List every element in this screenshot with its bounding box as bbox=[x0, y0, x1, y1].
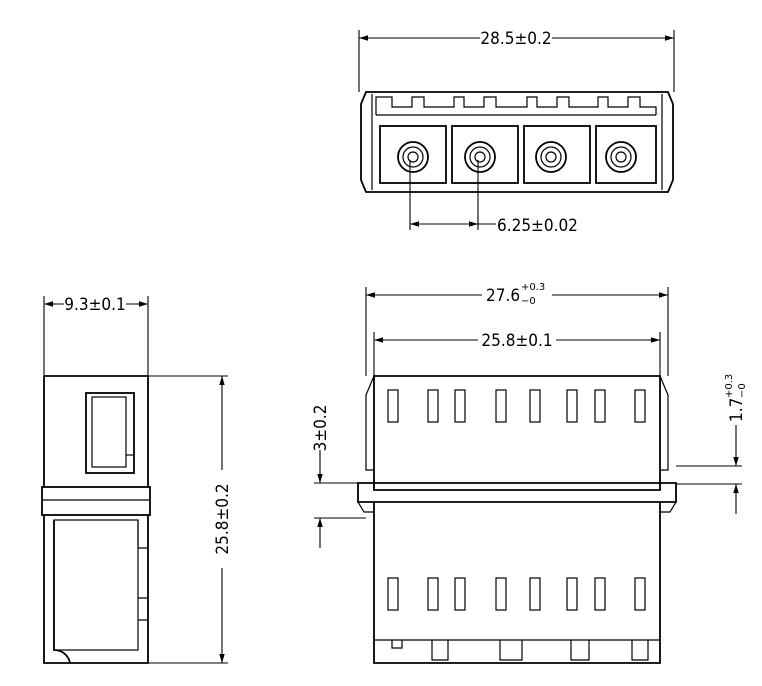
dim-side-height: 25.8±0.2 bbox=[213, 483, 233, 554]
port bbox=[451, 125, 519, 184]
dim-front-outer-tol-lower: −0 bbox=[521, 296, 536, 307]
front-view: 27.6 +0.3 −0 25.8±0.1 3±0.2 1.7 +0.3 −0 bbox=[311, 282, 748, 664]
dim-flange-thickness-tol-lower: −0 bbox=[737, 383, 748, 398]
side-view: 9.3±0.1 25.8±0.2 bbox=[41, 295, 233, 664]
dim-front-outer-width: 27.6 bbox=[486, 286, 520, 306]
top-view: 28.5±0.2 6.25±0.02 bbox=[358, 29, 675, 236]
dim-pitch: 6.25±0.02 bbox=[497, 216, 578, 236]
dim-front-inner-width: 25.8±0.1 bbox=[481, 331, 552, 351]
port-row bbox=[379, 125, 657, 184]
dim-flange-height: 3±0.2 bbox=[311, 405, 331, 452]
port bbox=[379, 125, 447, 184]
dim-flange-thickness: 1.7 bbox=[727, 398, 747, 422]
port bbox=[523, 125, 591, 184]
dim-top-width: 28.5±0.2 bbox=[480, 29, 551, 49]
dim-side-width: 9.3±0.1 bbox=[64, 295, 125, 315]
dim-flange-thickness-tol-upper: +0.3 bbox=[724, 374, 735, 398]
port bbox=[595, 125, 657, 184]
dim-front-outer-tol-upper: +0.3 bbox=[521, 282, 545, 293]
